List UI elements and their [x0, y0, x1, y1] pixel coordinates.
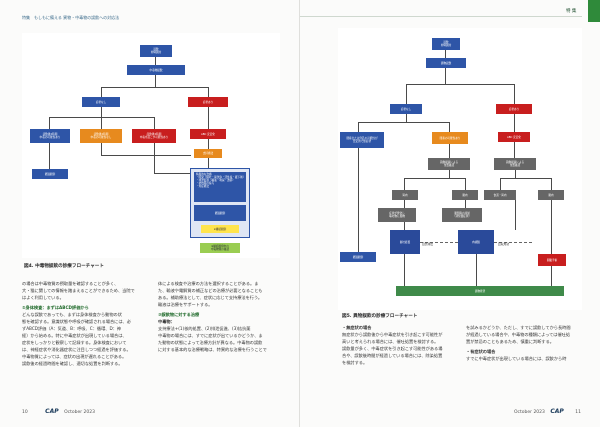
fig4-continue-node: ※継続観察 — [201, 225, 239, 233]
fig4-no-symptom-node: 症状なし — [82, 97, 120, 107]
section-heading: ③誤飲物に対する治療 — [158, 312, 200, 317]
fig4-start-node: 誤飲非特異的 — [140, 45, 172, 57]
fig4-list-item: ・拮抗薬の投与 — [196, 182, 215, 185]
fig5-obstruction-node: 腸閉塞の兆候（消化器症状） — [442, 208, 482, 222]
fig5-success-label: 回収成功 — [498, 242, 510, 246]
fig5-start-node: 誤飲非特異的 — [432, 38, 460, 50]
left-footer: 10 CAP October 2023 — [22, 408, 95, 415]
fig5-worsen-node: 症状が悪化し嘔吐物に異物 — [378, 208, 416, 222]
fig5-surgery-node: 開腹手術 — [538, 254, 566, 266]
left-column-2: 体による検査や治療の方法を選択することがある。ま た、輸液や電解質の補正などの治… — [158, 280, 284, 353]
fig5-observe-node: 経過観察 — [340, 252, 376, 262]
magazine-logo: CAP — [45, 408, 59, 415]
fig5-endoscope-node: 内視鏡 — [458, 230, 494, 254]
issue-date: October 2023 — [64, 410, 95, 415]
fig4-list-item: ・排泄促進（輸液・利尿・透析） — [196, 179, 235, 182]
fig5-excretion-node: 異物排泄 — [396, 286, 564, 296]
header-rule — [300, 16, 582, 17]
right-column-2: を試みるかどうか、ただし、すでに誤飲してから長時間 が経過している場合や、中毒物… — [466, 325, 571, 361]
figure-4-caption: 図4. 中毒物誤飲の診療フローチャート — [24, 264, 104, 269]
fig4-branch-c: 誤飲後2時間中毒を起こす可能性あり — [132, 129, 176, 143]
section-heading: ②身体検査：まずはABCD評価から — [22, 305, 89, 310]
fig4-followup-box: 経過観察 — [194, 205, 246, 221]
section-label: 特 集 — [566, 9, 577, 14]
fig4-symptom-node: 症状あり — [188, 97, 228, 107]
issue-date: October 2023 — [514, 410, 545, 415]
figure-4: 誤飲非特異的 中毒物誤飲 症状なし 症状あり 誤飲後2時間中毒の可能性あり 誤飲… — [22, 33, 280, 258]
fig4-list-title: 特異的な治療 — [196, 173, 212, 176]
fig5-stomach-node: 胃内 — [392, 190, 418, 200]
section-tab — [588, 0, 600, 22]
fig4-poison-node: 中毒物誤飲 — [127, 65, 185, 75]
fig5-natural-label: 自然排出 — [422, 242, 434, 246]
fig4-note-node: ※継続観察中の中毒物質の確認 — [200, 243, 240, 253]
fig5-intestine-node: 腸内 — [538, 190, 564, 200]
fig5-abc-node: ABC 安定化 — [498, 132, 530, 142]
fig5-imaging-node: 画像検査による位置確認 — [494, 158, 536, 170]
fig5-no-symptom-node: 症状なし — [390, 104, 422, 114]
right-footer: October 2023 CAP 11 — [514, 408, 581, 415]
running-header: 特集 もしもに備える 異物・中毒物の誤飲への対応法 — [22, 15, 120, 20]
fig4-list-item: ・対症療法 — [196, 185, 209, 188]
right-column-1: ・無症状の場合 無症状から誤飲後から中毒症状を引き起こす可能性が 高いと考えられ… — [342, 325, 443, 365]
fig5-intestine-node: 腸内 — [452, 190, 478, 200]
fig5-foreign-node: 異物誤飲 — [426, 58, 466, 68]
page-number: 10 — [22, 410, 28, 415]
fig5-imaging-node: 画像検査による位置確認 — [428, 158, 470, 170]
left-page: 特集 もしもに備える 異物・中毒物の誤飲への対応法 誤飲非特異的 中毒物誤飲 症… — [22, 15, 284, 415]
fig4-treatment-box: 特異的な治療 ・除染（催吐・胃洗浄・活性炭・緩下剤） ・排泄促進（輸液・利尿・透… — [194, 172, 246, 202]
fig4-observe-node: 経過観察 — [32, 169, 68, 179]
fig4-list-item: ・除染（催吐・胃洗浄・活性炭・緩下剤） — [196, 176, 246, 179]
fig4-branch-a: 誤飲後2時間中毒の可能性あり — [30, 129, 70, 143]
fig5-branch-a: 閉塞または穿孔の可能性が否定的で無症状 — [340, 132, 384, 148]
fig5-branch-b: 閉塞の可能性あり — [432, 132, 468, 144]
page-number: 11 — [575, 410, 581, 415]
fig4-treatment-panel: 特異的な治療 ・除染（催吐・胃洗浄・活性炭・緩下剤） ・排泄促進（輸液・利尿・透… — [190, 168, 250, 238]
figure-5: 誤飲非特異的 異物誤飲 症状なし 症状あり 閉塞または穿孔の可能性が否定的で無症… — [338, 28, 582, 310]
magazine-logo: CAP — [550, 408, 564, 415]
fig5-esophagus-node: 食道・胃内 — [484, 190, 516, 200]
fig4-branch-b: 誤飲後2時間中毒の可能性なし — [80, 129, 122, 143]
fig5-emesis-node: 催吐処置 — [390, 230, 420, 254]
figure-5-caption: 図5. 異物誤飲の診療フローチャート — [342, 314, 418, 319]
fig4-abc-node: ABC 安定化 — [190, 129, 226, 139]
left-column-1: の場合は中毒物質の摂取量を確認することが多く、 大・猫に関しての情報を踏まえるこ… — [22, 280, 150, 367]
fig5-symptom-node: 症状あり — [496, 104, 532, 114]
fig4-support-node: 支持療法 — [194, 149, 222, 158]
